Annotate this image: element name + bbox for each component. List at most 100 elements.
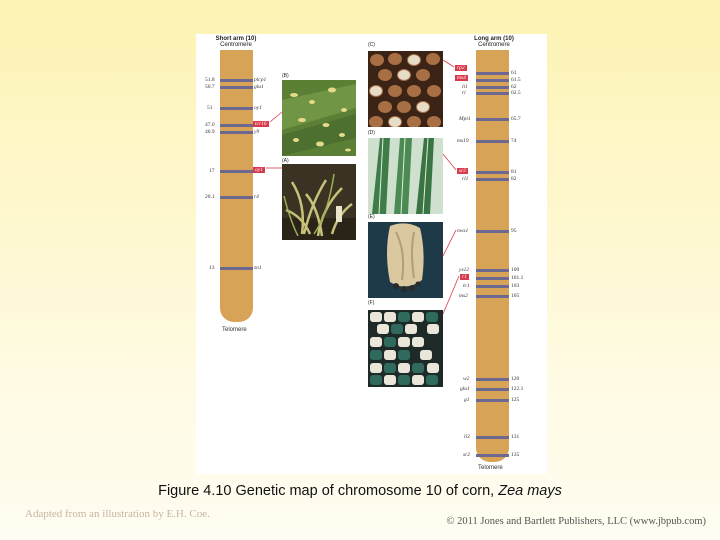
long-arm-band — [476, 79, 509, 82]
short-arm-title: Short arm (10) Centromere — [210, 36, 262, 48]
long-arm-band — [476, 436, 509, 439]
illustration-credit: Adapted from an illustration by E.H. Coe… — [25, 508, 210, 520]
long-arm-position: 122.1 — [511, 386, 524, 392]
long-arm-telomere-label: Telomere — [478, 465, 503, 471]
short-arm-gene: oy1 — [254, 105, 262, 111]
long-arm-position: 131 — [511, 434, 520, 440]
panel-d-label: (D) — [368, 130, 375, 136]
caption-text: Figure 4.10 Genetic map of chromosome 10… — [158, 483, 499, 499]
short-arm-position: 47.0 — [205, 122, 215, 128]
long-arm-position: 105 — [511, 293, 520, 299]
long-arm-band — [476, 378, 509, 381]
panel-f-kernels-photo — [368, 310, 443, 387]
long-arm-band — [476, 92, 509, 95]
long-arm-gene: nws1 — [457, 228, 469, 234]
panel-a-label: (A) — [282, 158, 289, 164]
long-arm-band — [476, 269, 509, 272]
long-arm-position: 61.5 — [511, 77, 521, 83]
copyright-notice: © 2011 Jones and Bartlett Publishers, LL… — [446, 516, 706, 527]
short-arm-position: 46.9 — [205, 129, 215, 135]
panel-e-label: (E) — [368, 214, 375, 220]
long-arm-band — [476, 388, 509, 391]
long-arm-position: 95 — [511, 228, 517, 234]
short-arm-title-text: Short arm (10) — [215, 36, 257, 42]
figure-caption: Figure 4.10 Genetic map of chromosome 10… — [0, 483, 720, 499]
long-arm-gene: g1 — [464, 397, 470, 403]
panel-a-plant-photo — [282, 164, 356, 240]
short-arm-gene: r4 — [254, 194, 259, 200]
long-arm-gene: sr2 — [463, 452, 471, 458]
short-arm-position: 50.7 — [205, 84, 215, 90]
short-arm-band — [220, 170, 253, 173]
short-arm-chromosome — [220, 50, 253, 322]
long-arm-position: 82 — [511, 176, 517, 182]
long-arm-position: 120 — [511, 376, 520, 382]
long-arm-position: 62 — [511, 84, 517, 90]
short-arm-position: 20.1 — [205, 194, 215, 200]
short-arm-gene: plcp1 — [254, 77, 267, 83]
long-arm-gene: ms2 — [459, 293, 468, 299]
short-arm-gene-highlighted: oy1 — [253, 167, 265, 173]
panel-d-leaf-photo — [368, 138, 443, 214]
long-arm-position: 103 — [511, 283, 520, 289]
long-arm-centromere-label: Centromere — [478, 42, 510, 48]
long-arm-gene-highlighted: ms4 — [455, 75, 468, 81]
long-arm-band — [476, 399, 509, 402]
long-arm-band — [476, 277, 509, 280]
short-arm-position: 17 — [209, 168, 215, 174]
arrow-long-arm-r1 — [442, 275, 460, 315]
panel-e-ear-photo — [368, 222, 443, 298]
long-arm-position: 81 — [511, 169, 517, 175]
long-arm-gene: lc1 — [463, 283, 470, 289]
short-arm-position: 51 — [207, 105, 213, 111]
short-arm-centromere-label: Centromere — [220, 42, 252, 48]
short-arm-band — [220, 86, 253, 89]
long-arm-position: 125 — [511, 397, 520, 403]
short-arm-band — [220, 267, 253, 270]
long-arm-gene: li3 — [464, 434, 470, 440]
panel-b-label: (B) — [282, 73, 289, 79]
panel-c-kernels-photo — [368, 51, 443, 127]
long-arm-band — [476, 454, 509, 457]
long-arm-position: 62.5 — [511, 90, 521, 96]
long-arm-gene: ys12 — [459, 267, 470, 273]
long-arm-position: 65.7 — [511, 116, 521, 122]
short-arm-position: 13 — [209, 265, 215, 271]
long-arm-title: Long arm (10) Centromere — [468, 36, 520, 48]
short-arm-band — [220, 131, 253, 134]
long-arm-band — [476, 171, 509, 174]
caption-species: Zea mays — [498, 483, 562, 499]
arrow-short-arm-tcr16 — [269, 111, 283, 123]
long-arm-band — [476, 118, 509, 121]
short-arm-band — [220, 124, 253, 127]
panel-c-label: (C) — [368, 42, 375, 48]
short-arm-gene: zn1 — [254, 265, 262, 271]
arrow-long-arm-rp2 — [442, 59, 455, 68]
short-arm-band — [220, 196, 253, 199]
long-arm-position: 101.1 — [511, 275, 524, 281]
long-arm-gene-highlighted: sr2 — [457, 168, 469, 174]
long-arm-gene-highlighted: rp2 — [455, 65, 467, 71]
long-arm-band — [476, 295, 509, 298]
short-arm-band — [220, 107, 253, 110]
long-arm-gene: Mpi1 — [459, 116, 471, 122]
short-arm-gene-highlighted: tcr16 — [253, 121, 269, 127]
long-arm-band — [476, 140, 509, 143]
genetic-map-figure: Short arm (10) Centromere 51.8 50.7 51 4… — [196, 34, 547, 474]
panel-b-leaf-photo — [282, 80, 356, 156]
short-arm-band — [220, 79, 253, 82]
long-arm-gene: rl1 — [462, 176, 469, 182]
arrow-long-arm-nws1 — [442, 229, 457, 257]
long-arm-band — [476, 285, 509, 288]
long-arm-gene: glu1 — [460, 386, 470, 392]
long-arm-gene: ms19 — [457, 138, 469, 144]
long-arm-gene: li1 — [462, 84, 468, 90]
short-arm-position: 51.8 — [205, 77, 215, 83]
long-arm-position: 74 — [511, 138, 517, 144]
long-arm-title-text: Long arm (10) — [474, 36, 514, 42]
long-arm-gene-highlighted: r1 — [460, 274, 469, 280]
panel-f-label: (F) — [368, 300, 375, 306]
short-arm-gene: glu1 — [254, 84, 264, 90]
arrow-long-arm-sr2 — [442, 153, 457, 171]
long-arm-band — [476, 230, 509, 233]
